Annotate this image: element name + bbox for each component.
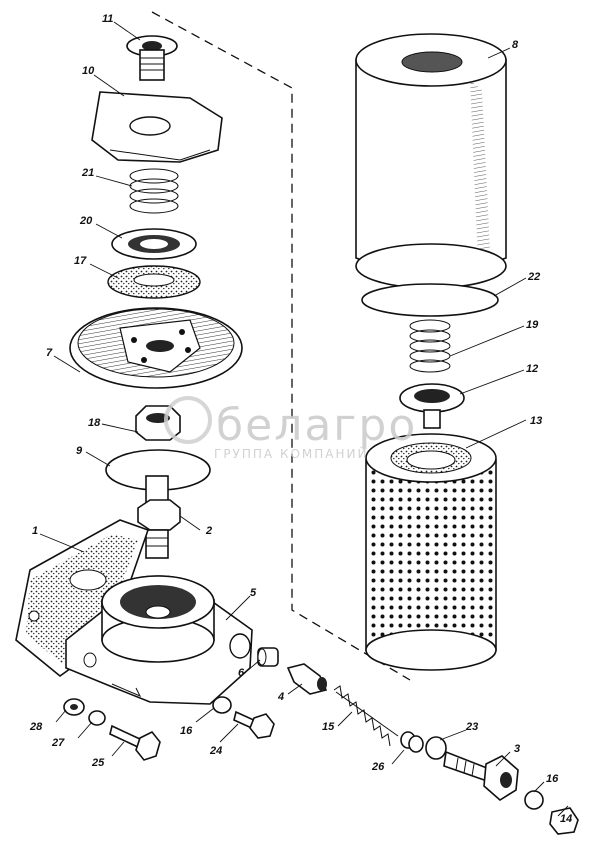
part-19-spring <box>409 319 451 373</box>
part-21-spring <box>129 168 179 214</box>
label-28: 28 <box>29 721 43 733</box>
part-16-washer-left <box>212 696 232 714</box>
label-11: 11 <box>102 13 113 25</box>
part-3-hollow-bolt <box>443 750 519 801</box>
part-6-plug <box>257 647 279 667</box>
label-4: 4 <box>277 691 284 703</box>
label-5: 5 <box>250 587 257 599</box>
label-27: 27 <box>51 737 65 749</box>
part-4-valve <box>286 663 328 695</box>
part-25-bolt <box>109 724 161 761</box>
label-2: 2 <box>205 525 212 537</box>
label-19: 19 <box>526 319 539 331</box>
label-26: 26 <box>371 761 385 773</box>
label-6: 6 <box>238 667 245 679</box>
label-13: 13 <box>530 415 542 427</box>
watermark: белагро ГРУППА КОМПАНИЙ <box>164 396 417 461</box>
part-20-washer <box>111 228 197 260</box>
part-13-filter-element <box>365 433 497 671</box>
label-10: 10 <box>82 65 95 77</box>
part-14-plug <box>549 807 579 835</box>
label-17: 17 <box>74 255 87 267</box>
label-18: 18 <box>88 417 101 429</box>
part-7-cover-disc <box>69 307 243 389</box>
label-21: 21 <box>81 167 94 179</box>
callout-labels: 11 10 21 20 17 7 18 9 2 1 5 6 4 15 26 23… <box>29 13 572 825</box>
label-23: 23 <box>465 721 478 733</box>
leader-lines <box>39 21 569 817</box>
part-22-seal-ring <box>361 283 499 317</box>
label-16-right: 16 <box>546 773 559 785</box>
label-14: 14 <box>560 813 572 825</box>
part-12-retainer <box>399 383 465 429</box>
label-25: 25 <box>91 757 105 769</box>
label-15: 15 <box>322 721 335 733</box>
label-12: 12 <box>526 363 538 375</box>
part-2-stud <box>137 475 181 559</box>
part-27-seal-ring <box>88 710 106 726</box>
label-22: 22 <box>527 271 540 283</box>
part-24-bolt <box>233 710 275 739</box>
label-16-left: 16 <box>180 725 193 737</box>
watermark-brand: белагро <box>216 400 417 451</box>
watermark-tagline: ГРУППА КОМПАНИЙ <box>214 446 368 461</box>
label-7: 7 <box>46 347 53 359</box>
label-8: 8 <box>512 39 519 51</box>
label-3: 3 <box>514 743 520 755</box>
label-1: 1 <box>32 525 38 537</box>
assembly-guide-dashed-line <box>151 11 411 681</box>
part-10-bracket-plate <box>91 91 223 163</box>
label-20: 20 <box>79 215 93 227</box>
part-11-fitting <box>126 35 178 81</box>
part-16-washer-right <box>524 790 544 810</box>
label-9: 9 <box>76 445 83 457</box>
part-8-filter-cap <box>355 33 507 289</box>
part-26-washer-pair <box>400 731 424 753</box>
part-28-washer <box>63 698 85 716</box>
label-24: 24 <box>209 745 222 757</box>
part-15-spring <box>333 685 399 747</box>
part-23-seal-ring <box>425 736 447 760</box>
part-5-filter-housing <box>65 575 253 705</box>
part-1-mounting-gasket <box>15 519 150 678</box>
part-17-gasket <box>107 265 201 299</box>
